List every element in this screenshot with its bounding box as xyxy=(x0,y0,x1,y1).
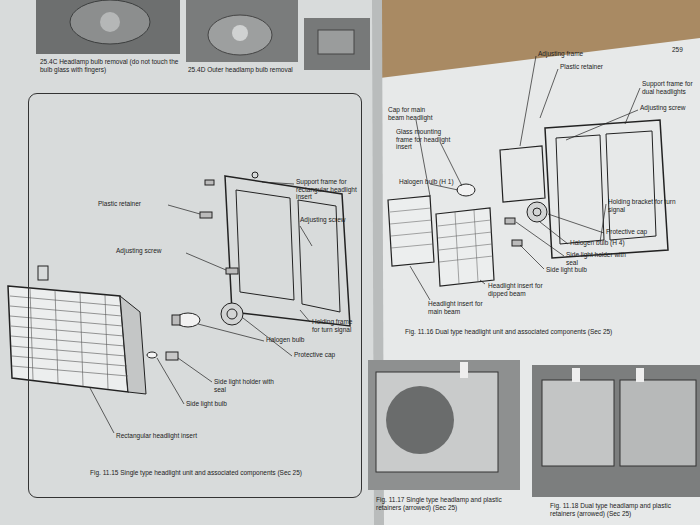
part-label: Support frame for rectangular headlight … xyxy=(296,178,368,201)
figure-caption: Fig. 11.18 Dual type headlamp and plasti… xyxy=(550,502,694,517)
figure-caption: 25.4D Outer headlamp bulb removal xyxy=(188,66,296,74)
part-label: Cap for main beam headlight xyxy=(388,106,436,121)
figure-caption: Fig. 11.17 Single type headlamp and plas… xyxy=(376,496,516,511)
part-label: Side light bulb xyxy=(546,266,606,274)
figure-caption: Fig. 11.16 Dual type headlight unit and … xyxy=(405,328,635,336)
part-label: Headlight insert for dipped beam xyxy=(488,282,548,297)
part-label: Halogen bulb xyxy=(266,336,326,344)
figure-caption: 25.4C Headlamp bulb removal (do not touc… xyxy=(40,58,180,73)
part-label: Plastic retainer xyxy=(98,200,168,208)
part-label: Adjusting screw xyxy=(300,216,350,224)
part-label: Adjusting screw xyxy=(116,247,186,255)
part-label: Halogen bulb (H 1) xyxy=(399,178,469,186)
part-label: Adjusting frame xyxy=(538,50,598,58)
part-label: Protective cap xyxy=(606,228,666,236)
figure-caption: Fig. 11.15 Single type headlight unit an… xyxy=(90,469,302,477)
part-label: Side light holder with seal xyxy=(214,378,276,393)
part-label: Adjusting screw xyxy=(640,104,695,112)
part-label: Glass mounting frame for headlight inser… xyxy=(396,128,456,151)
part-label: Side light bulb xyxy=(186,400,256,408)
part-label: Holding bracket for turn signal xyxy=(608,198,678,213)
part-label: Support frame for dual headlights xyxy=(642,80,695,95)
page-number: 259 xyxy=(672,46,692,54)
part-label: Plastic retainer xyxy=(560,63,620,71)
part-label: Holding frame for turn signal xyxy=(312,318,357,333)
part-label: Headlight insert for main beam xyxy=(428,300,486,315)
part-label: Side light holder with seal xyxy=(566,251,636,266)
part-label: Rectangular headlight insert xyxy=(116,432,226,440)
part-label: Protective cap xyxy=(294,351,354,359)
part-label: Halogen bulb (H 4) xyxy=(570,239,640,247)
